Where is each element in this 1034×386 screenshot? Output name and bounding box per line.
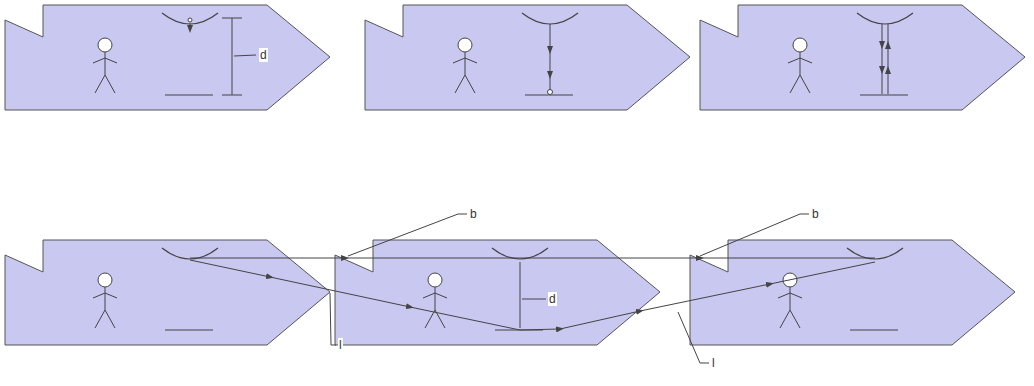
- dimension-bar: [222, 18, 242, 95]
- light-path: [888, 24, 889, 94]
- callout-letter: l: [338, 338, 343, 352]
- light-path: [520, 262, 875, 330]
- spaceship: [5, 5, 330, 110]
- leader-line: [678, 312, 709, 363]
- leader-line: [700, 214, 809, 256]
- callout-letter: d: [259, 48, 268, 62]
- callout-letter: d: [548, 292, 557, 306]
- leader-line: [234, 55, 256, 56]
- callout-letter: l: [711, 356, 716, 370]
- dimension-line: [520, 262, 521, 328]
- photon-arrow: [190, 23, 191, 29]
- spaceship: [365, 5, 690, 110]
- light-path: [550, 24, 551, 92]
- light-path: [190, 260, 520, 330]
- spaceship: [335, 240, 660, 345]
- leader-line: [348, 214, 467, 256]
- spaceship: [700, 5, 1025, 110]
- photon: [548, 90, 553, 95]
- light-path: [190, 258, 875, 259]
- light-path: [882, 24, 883, 94]
- callout-letter: b: [811, 207, 820, 221]
- spaceship: [690, 240, 1015, 345]
- photon: [188, 18, 192, 22]
- spaceship: [5, 240, 330, 345]
- callout-letter: b: [469, 207, 478, 221]
- leader-line: [522, 299, 546, 300]
- leader-line: [330, 293, 336, 345]
